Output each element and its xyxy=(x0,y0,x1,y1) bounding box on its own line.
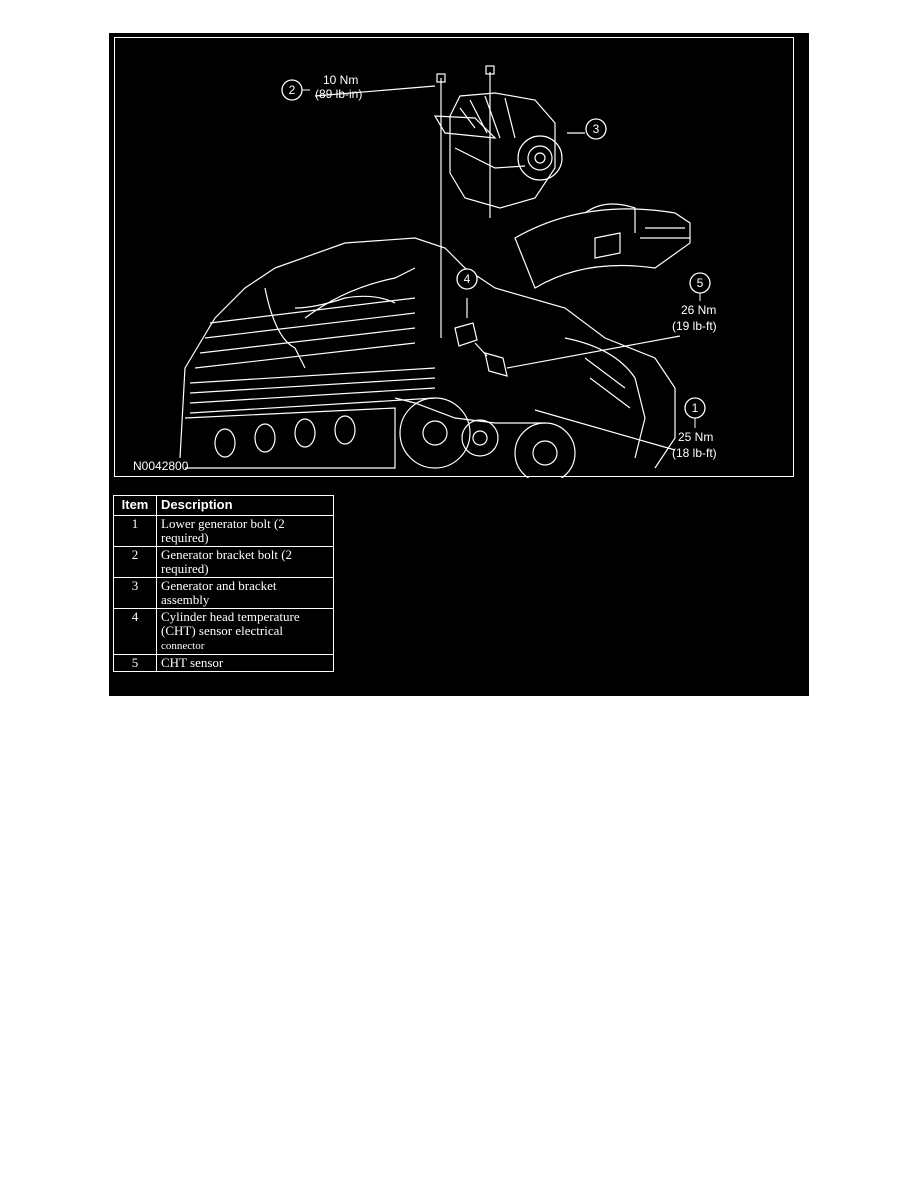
legend-item-number: 2 xyxy=(113,546,157,578)
svg-text:5: 5 xyxy=(697,276,704,290)
legend-item-number: 3 xyxy=(113,577,157,609)
callout-2-torque-imperial: (89 lb-in) xyxy=(315,87,362,101)
callout-5-torque-imperial: (19 lb-ft) xyxy=(672,319,717,333)
callout-2-torque: 10 Nm xyxy=(323,73,358,87)
svg-text:3: 3 xyxy=(593,122,600,136)
callout-1-torque-imperial: (18 lb-ft) xyxy=(672,446,717,460)
callout-3: 3 xyxy=(585,118,607,140)
legend-header-row: Item Description xyxy=(113,495,334,516)
table-row: 4 Cylinder head temperature(CHT) sensor … xyxy=(113,608,334,655)
legend-header-item: Item xyxy=(113,495,157,516)
figure-id: N0042800 xyxy=(133,459,189,473)
figure-panel: 2 10 Nm (89 lb-in) 3 4 5 26 Nm (1 xyxy=(109,33,809,696)
svg-text:1: 1 xyxy=(692,401,699,415)
legend-item-number: 4 xyxy=(113,608,157,655)
callout-1-torque: 25 Nm xyxy=(678,430,713,444)
callout-5-torque: 26 Nm xyxy=(681,303,716,317)
engine-illustration: 2 10 Nm (89 lb-in) 3 4 5 26 Nm (1 xyxy=(133,65,717,478)
callout-1: 1 25 Nm (18 lb-ft) xyxy=(672,397,717,460)
svg-text:2: 2 xyxy=(289,83,296,97)
callout-2: 2 10 Nm (89 lb-in) xyxy=(281,73,362,101)
legend-item-number: 5 xyxy=(113,654,157,672)
callout-4: 4 xyxy=(456,268,478,290)
svg-text:4: 4 xyxy=(464,272,471,286)
callout-5: 5 26 Nm (19 lb-ft) xyxy=(672,272,717,333)
legend-header-description: Description xyxy=(156,495,334,516)
engine-illustration-frame: 2 10 Nm (89 lb-in) 3 4 5 26 Nm (1 xyxy=(114,37,794,478)
legend-item-description: Cylinder head temperature(CHT) sensor el… xyxy=(156,608,334,655)
table-row: 5 CHT sensor xyxy=(113,654,334,672)
engine-line-art xyxy=(179,65,691,478)
legend-item-description: CHT sensor xyxy=(156,654,334,672)
legend-table: Item Description 1 Lower generator bolt … xyxy=(113,495,334,672)
legend-item-number: 1 xyxy=(113,515,157,547)
